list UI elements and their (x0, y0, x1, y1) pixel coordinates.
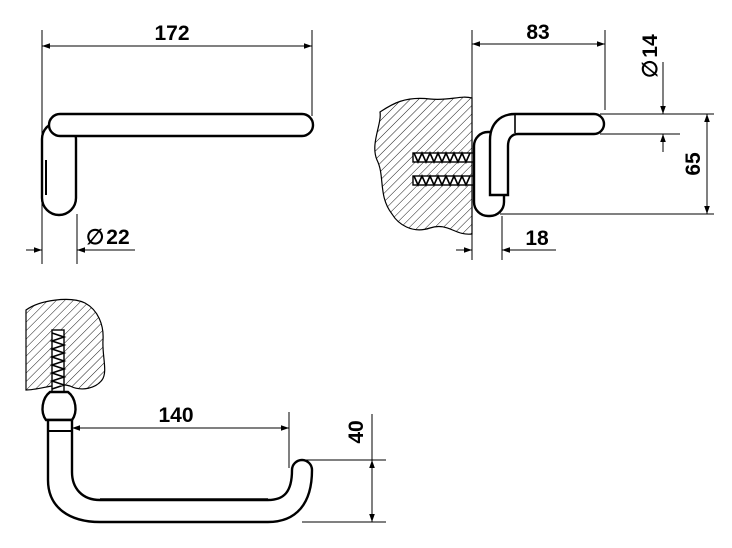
rosette-shape (41, 390, 77, 422)
front-view: 172 ∅22 (26, 22, 315, 264)
dim-label-140: 140 (158, 404, 193, 427)
wall-section (374, 96, 473, 235)
side-arm-shape (488, 112, 606, 197)
bar-shape (47, 112, 315, 138)
dim-label-18: 18 (525, 227, 549, 250)
dim-label-22: ∅22 (86, 226, 130, 249)
plan-view: 140 40 (25, 298, 386, 524)
dim-label-65: 65 (682, 152, 705, 176)
dim-label-172: 172 (154, 22, 189, 45)
dim-label-40: 40 (345, 420, 368, 443)
side-view: 83 ∅14 65 18 (374, 21, 714, 260)
dim-label-83: 83 (526, 21, 549, 44)
dim-label-14: ∅14 (639, 34, 662, 78)
u-hook-shape (46, 418, 314, 524)
plan-anchor (49, 329, 67, 393)
